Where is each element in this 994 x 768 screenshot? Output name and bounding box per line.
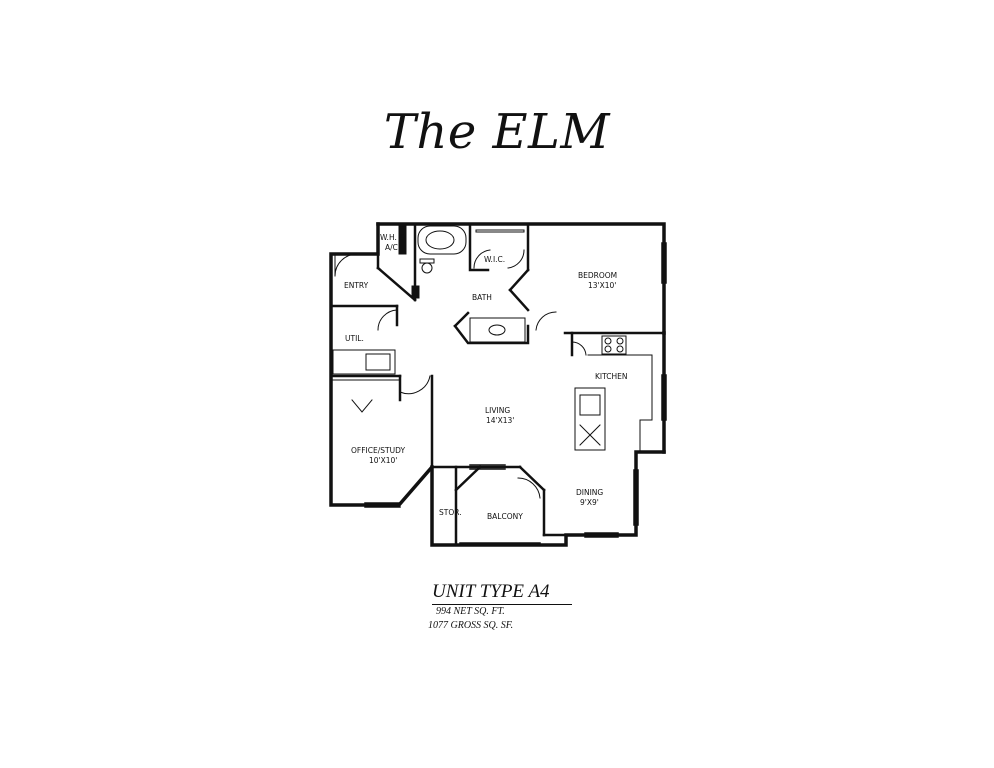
label-living: LIVING bbox=[485, 406, 510, 415]
label-balcony: BALCONY bbox=[487, 512, 523, 521]
label-kitchen: KITCHEN bbox=[595, 372, 628, 381]
label-stor: STOR. bbox=[439, 508, 462, 517]
label-dining: DINING bbox=[576, 488, 603, 497]
label-living-dim: 14'X13' bbox=[486, 416, 514, 425]
label-office-dim: 10'X10' bbox=[369, 456, 397, 465]
net-area: 994 NET SQ. FT. bbox=[436, 606, 505, 617]
room-labels: W.H. & A/C W.I.C. BEDROOM 13'X10' ENTRY … bbox=[344, 233, 628, 521]
gross-area: 1077 GROSS SQ. SF. bbox=[428, 620, 514, 631]
label-wh-ac-2: A/C bbox=[385, 243, 398, 252]
label-dining-dim: 9'X9' bbox=[580, 498, 599, 507]
interior-walls bbox=[329, 222, 666, 547]
label-office: OFFICE/STUDY bbox=[351, 446, 405, 455]
label-bath: BATH bbox=[472, 293, 492, 302]
windows bbox=[364, 242, 667, 544]
label-util: UTIL. bbox=[345, 334, 364, 343]
fixtures bbox=[332, 223, 653, 453]
door-swings bbox=[334, 249, 587, 499]
label-entry: ENTRY bbox=[344, 281, 369, 290]
unit-type: UNIT TYPE A4 bbox=[432, 581, 572, 605]
label-wh-ac-1: W.H. & bbox=[380, 233, 405, 242]
plan-title: The ELM bbox=[383, 104, 611, 160]
label-bedroom-dim: 13'X10' bbox=[588, 281, 616, 290]
label-bedroom: BEDROOM bbox=[578, 271, 617, 280]
label-wic: W.I.C. bbox=[484, 255, 505, 264]
